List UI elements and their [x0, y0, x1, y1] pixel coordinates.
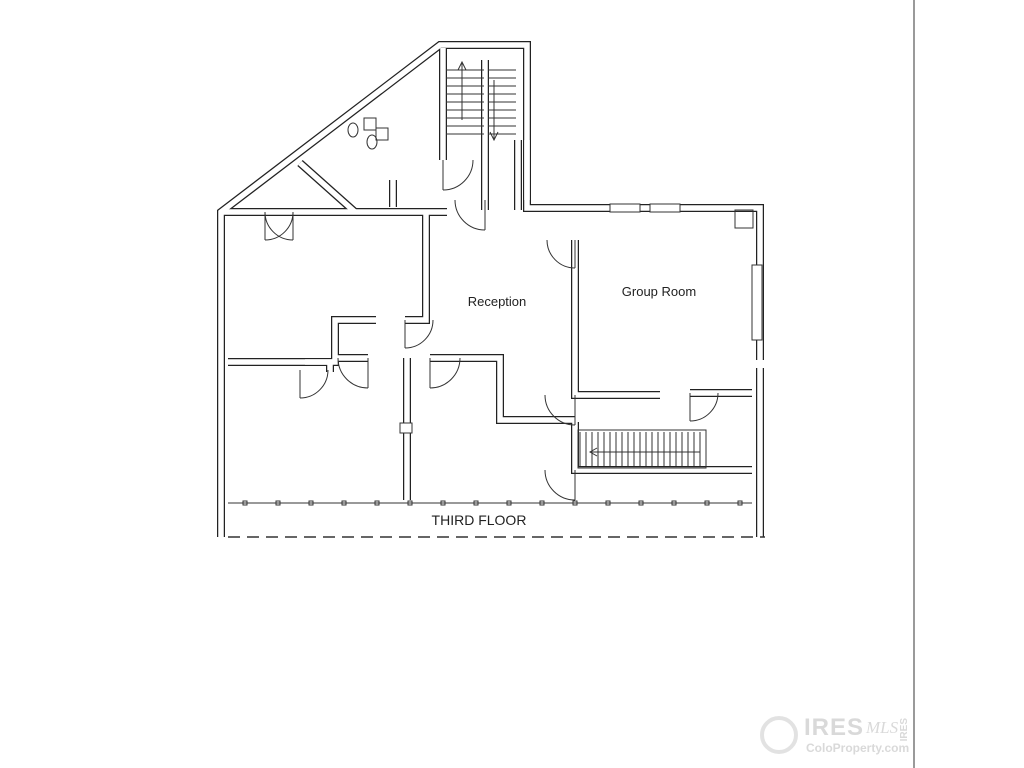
wall: [523, 140, 764, 360]
rail-post: [374, 500, 380, 506]
room-label-reception: Reception: [468, 294, 527, 309]
column: [734, 209, 754, 229]
rail-post: [671, 500, 677, 506]
rail-post: [539, 500, 545, 506]
sink-icon: [363, 117, 377, 131]
rail-post: [638, 500, 644, 506]
rail-post: [407, 500, 413, 506]
page-edge-divider: [913, 0, 915, 768]
window: [649, 203, 681, 213]
wall: [571, 240, 660, 399]
toilet-icon: [366, 134, 378, 150]
rail-post: [242, 500, 248, 506]
door-swing: [299, 369, 329, 399]
house-icon: [760, 716, 798, 754]
wall-fill: [228, 317, 376, 365]
rail-post: [341, 500, 347, 506]
toilet-icon: [347, 122, 359, 138]
watermark-site: ColoProperty.com: [806, 741, 910, 755]
sink-icon: [375, 127, 389, 141]
door-swing: [404, 319, 434, 349]
wall-fill: [430, 355, 575, 423]
rail-post: [275, 500, 281, 506]
room-label-group-room: Group Room: [622, 284, 696, 299]
window: [609, 203, 641, 213]
arrow-down-icon: [489, 80, 499, 142]
door-swing: [264, 211, 294, 241]
plan-details: [228, 60, 765, 538]
rail-post: [440, 500, 446, 506]
door-swing: [689, 392, 719, 422]
door-swing: [429, 357, 461, 389]
rail-post: [506, 500, 512, 506]
wall-fill: [572, 240, 660, 398]
rail-post: [473, 500, 479, 506]
door-swing: [546, 239, 576, 269]
floor-label: THIRD FLOOR: [432, 512, 527, 528]
wall-fill: [305, 359, 333, 372]
column: [399, 422, 413, 434]
watermark-suffix: MLS: [866, 718, 899, 737]
rail-post: [704, 500, 710, 506]
rail-post: [737, 500, 743, 506]
door-swing: [442, 159, 474, 191]
wall-fill: [298, 160, 357, 215]
rail-post: [605, 500, 611, 506]
arrow-up-icon: [457, 60, 467, 120]
watermark-brand: IRES: [804, 714, 865, 741]
stair-outline: [577, 429, 707, 469]
wall-fill: [218, 42, 530, 537]
watermark-logo: IRES MLS ColoProperty.com IRES: [758, 714, 918, 766]
door-swing: [544, 394, 576, 426]
arrow-left-icon: [588, 447, 700, 457]
wall: [405, 212, 430, 324]
door-swing: [337, 357, 369, 389]
watermark-side: IRES: [899, 718, 910, 742]
door-swing: [454, 199, 486, 231]
wall-fill: [405, 212, 429, 323]
window: [751, 264, 763, 341]
rail-post: [308, 500, 314, 506]
rail-post: [572, 500, 578, 506]
wall-fill: [524, 140, 763, 360]
door-swing: [544, 469, 576, 501]
